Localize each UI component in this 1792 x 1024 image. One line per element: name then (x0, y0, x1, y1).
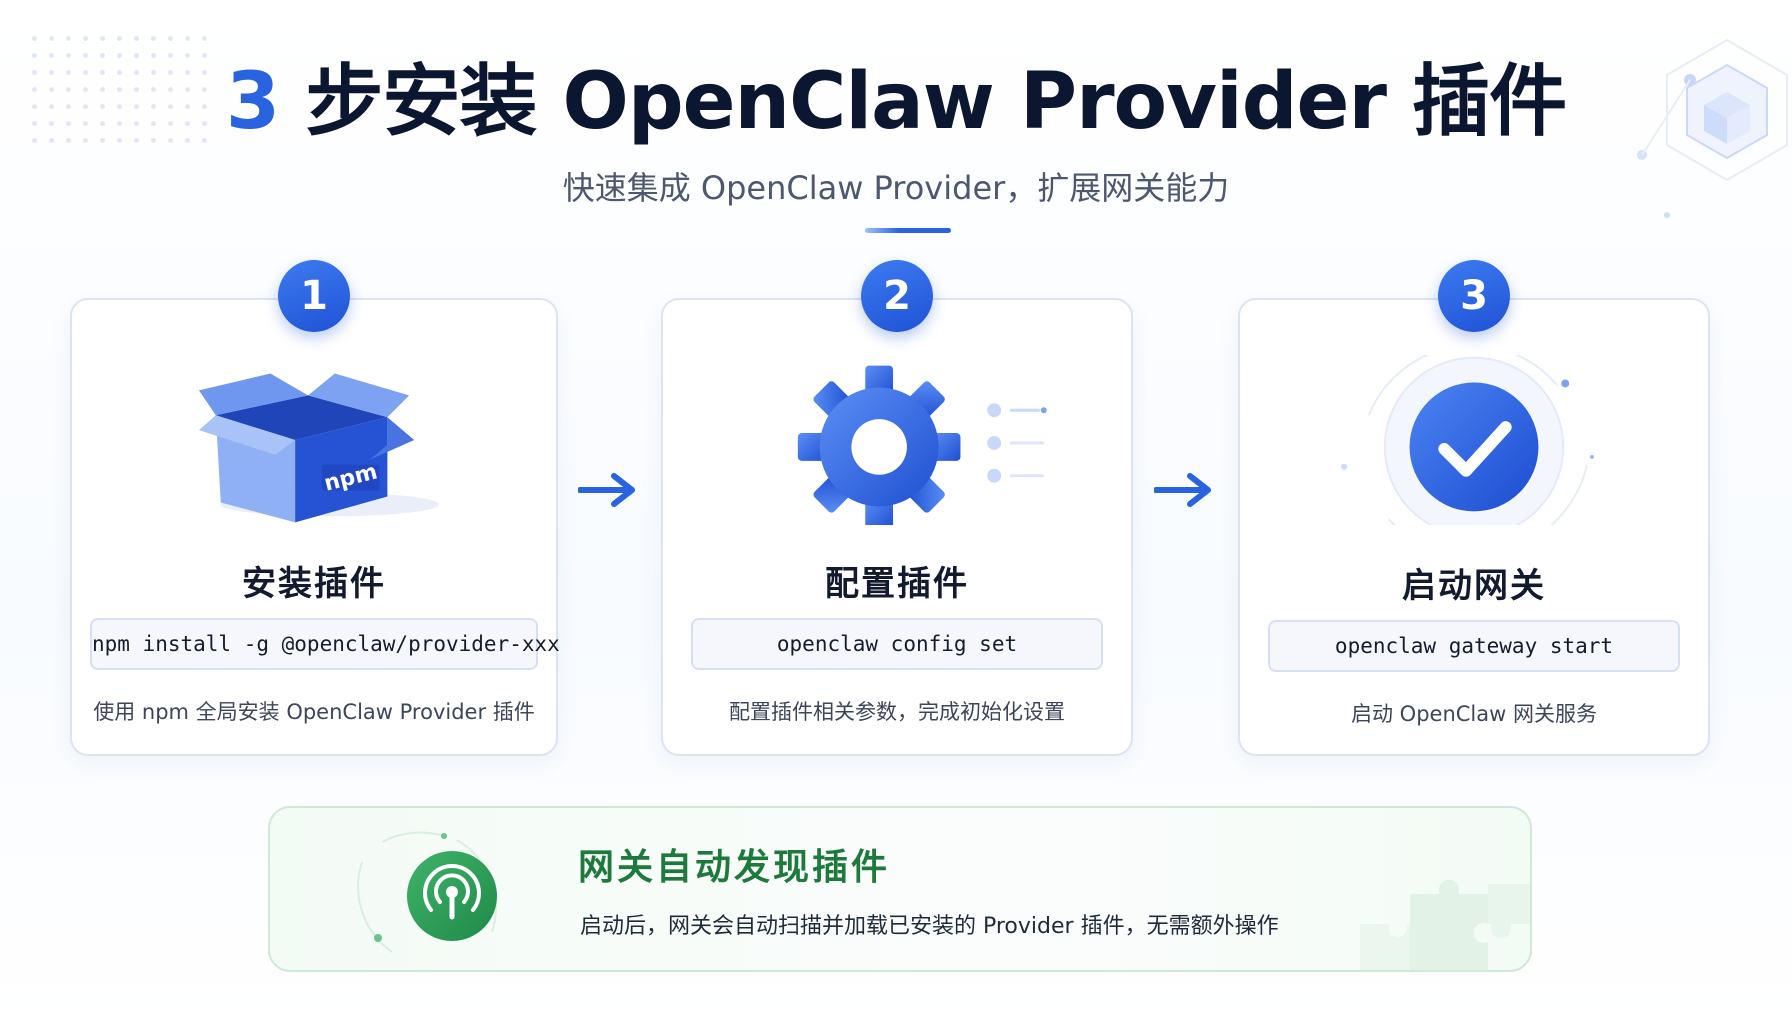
arrow-right-icon (1154, 473, 1211, 507)
step-title: 启动网关 (1402, 566, 1546, 606)
command-box[interactable]: npm install -g @openclaw/provider-xxx (90, 618, 560, 670)
command-box[interactable]: openclaw gateway start (1268, 620, 1680, 672)
arrow-right-icon (578, 473, 635, 507)
page-subtitle: 快速集成 OpenClaw Provider，扩展网关能力 (562, 169, 1230, 207)
check-circle-icon (1341, 355, 1594, 525)
gear-icon (797, 365, 1047, 525)
banner-description: 启动后，网关会自动扫描并加载已安装的 Provider 插件，无需额外操作 (580, 914, 1279, 939)
command-box[interactable]: openclaw config set (691, 618, 1103, 670)
step-description: 配置插件相关参数，完成初始化设置 (729, 700, 1065, 724)
title-underline (865, 228, 951, 233)
hexagon-cube-decoration (1637, 38, 1788, 218)
dot-grid-decoration (26, 30, 211, 145)
step-number-badge: 1 (278, 260, 350, 332)
title-step-count: 3 (225, 57, 280, 147)
auto-discovery-banner: 网关自动发现插件 启动后，网关会自动扫描并加载已安装的 Provider 插件，… (268, 806, 1532, 972)
step-title: 安装插件 (242, 564, 386, 604)
step-card-start: 3 启动网关 openclaw gateway start 启动 OpenCla… (1238, 260, 1710, 756)
step-description: 启动 OpenClaw 网关服务 (1351, 702, 1597, 726)
banner-title: 网关自动发现插件 (578, 847, 891, 888)
title-text: 步安装 OpenClaw Provider 插件 (279, 57, 1567, 147)
npm-box-icon: npm (198, 373, 439, 523)
step-title: 配置插件 (825, 564, 969, 604)
step-card-configure: 2 配置插件 openclaw config set 配置插件相关参数，完成初始… (661, 260, 1133, 756)
step-number-badge: 3 (1438, 260, 1510, 332)
step-description: 使用 npm 全局安装 OpenClaw Provider 插件 (93, 700, 535, 724)
page-title: 3 步安装 OpenClaw Provider 插件 (0, 52, 1792, 152)
broadcast-antenna-icon (357, 831, 497, 953)
step-number-badge: 2 (861, 260, 933, 332)
step-card-install: 1 npm 安装插件 npm install -g @openclaw/prov… (70, 260, 560, 756)
puzzle-piece-decoration (1360, 879, 1530, 970)
